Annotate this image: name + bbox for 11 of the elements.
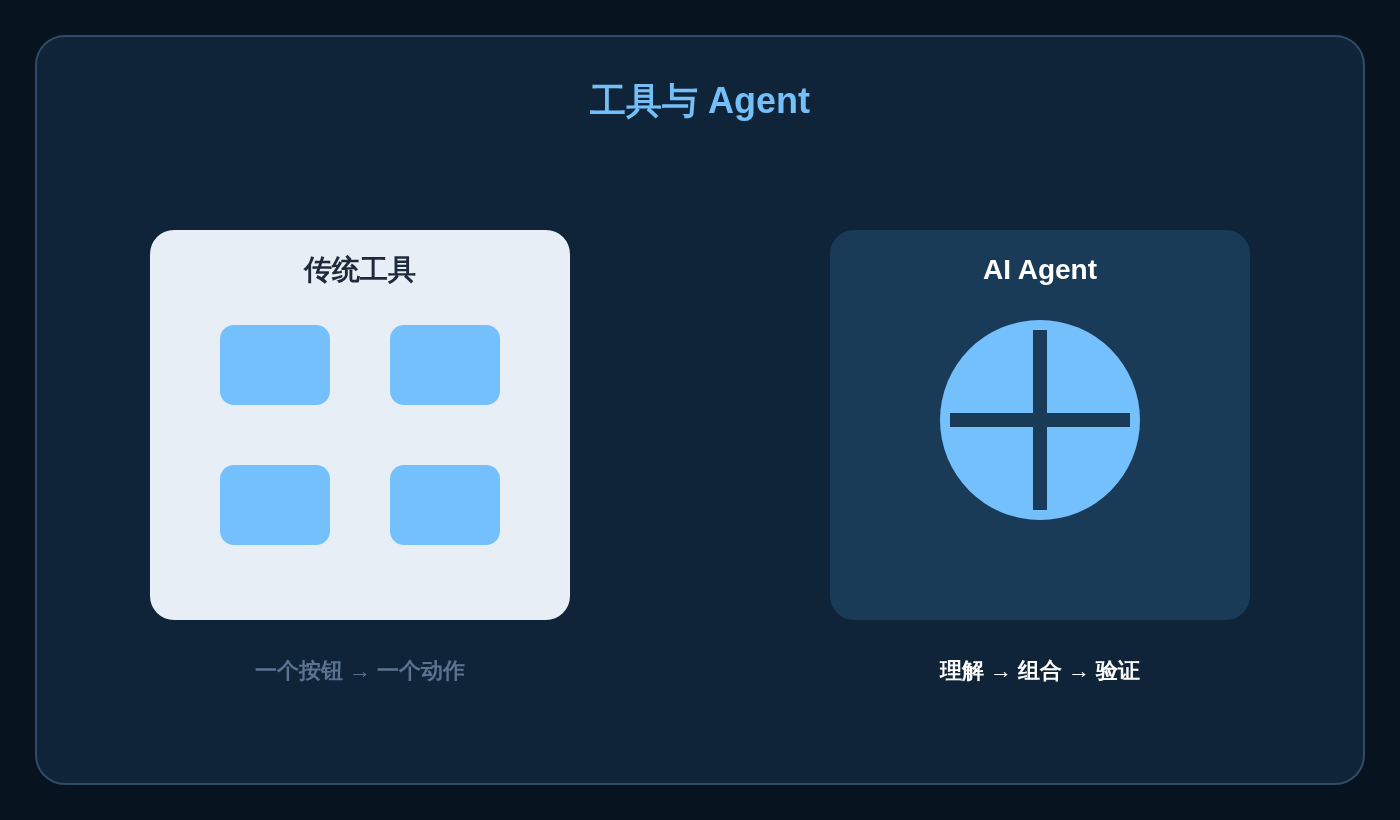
- tile-shape: [220, 325, 330, 405]
- card: [150, 230, 570, 620]
- card: [830, 230, 1250, 620]
- diagram-title: 工具与 Agent: [590, 79, 810, 123]
- tile-shape: [390, 465, 500, 545]
- card-heading: AI Agent: [982, 253, 1098, 287]
- card-heading: 传统工具: [304, 253, 416, 287]
- tile-shape: [390, 325, 500, 405]
- caption-text: 理解 → 组合 → 验证: [939, 657, 1141, 685]
- caption-text: 一个按钮 → 一个动作: [254, 657, 466, 685]
- tile-shape: [220, 465, 330, 545]
